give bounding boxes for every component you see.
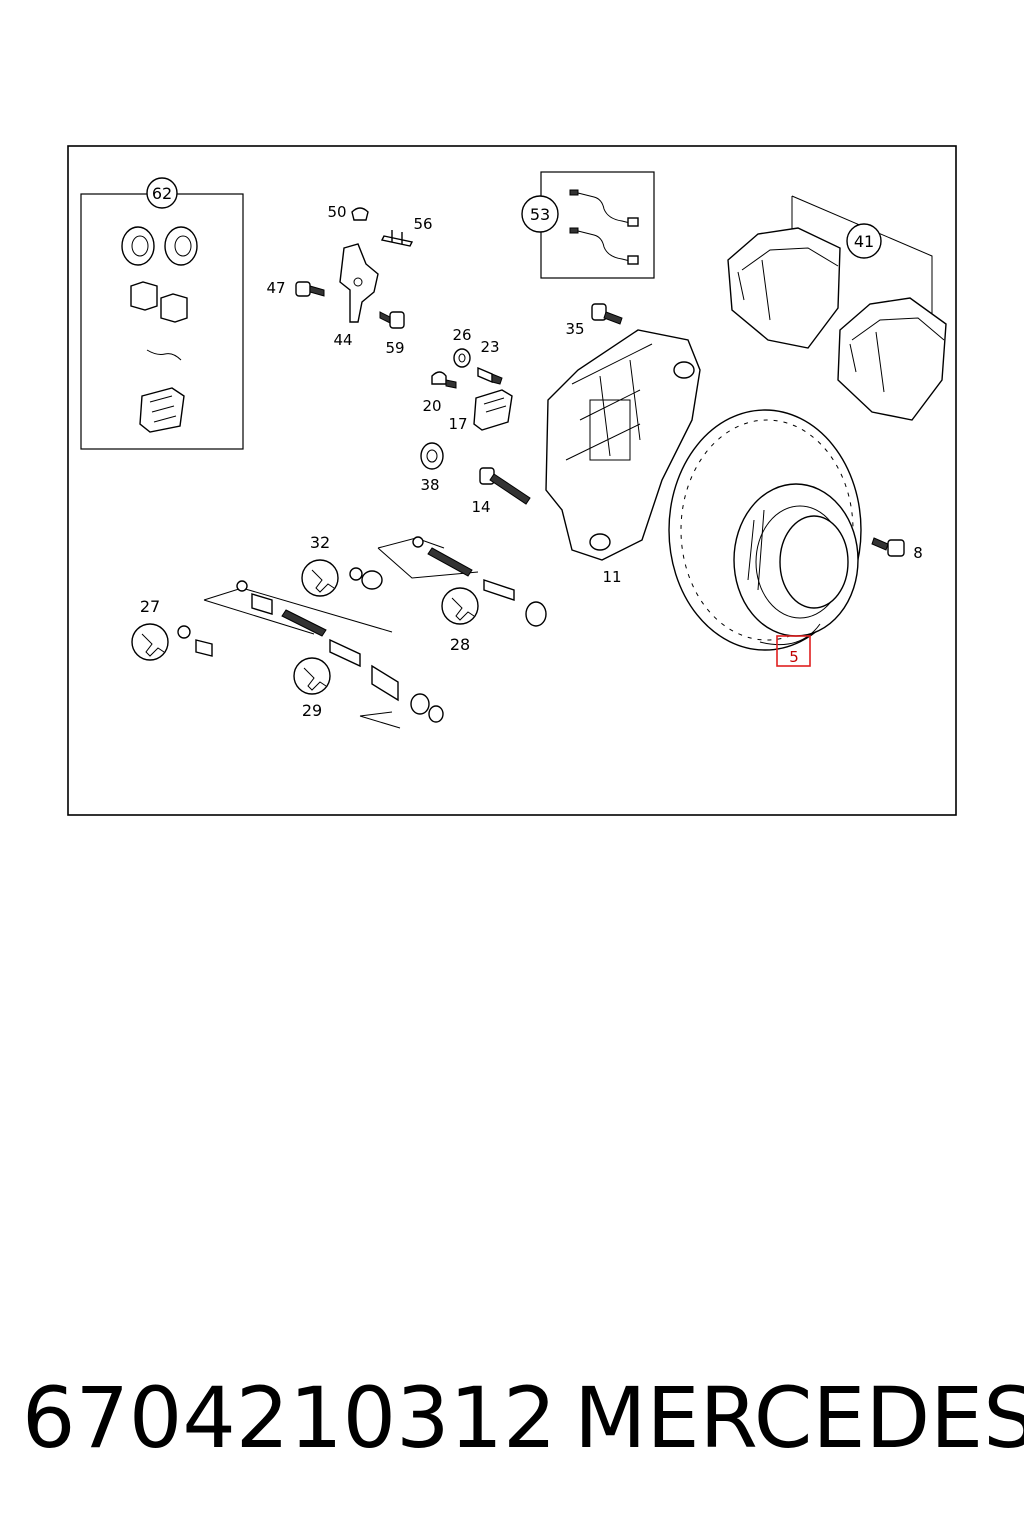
label-50[interactable]: 50 bbox=[327, 203, 346, 221]
label-20[interactable]: 20 bbox=[422, 397, 441, 415]
kit-28-group bbox=[441, 579, 547, 627]
bolt-8-icon bbox=[871, 537, 905, 557]
caliper-11-icon bbox=[545, 329, 701, 561]
bleeder-23-icon bbox=[477, 366, 503, 385]
wear-sensor-icon bbox=[569, 189, 639, 265]
kit-62-group: 62 bbox=[80, 177, 244, 450]
label-59[interactable]: 59 bbox=[385, 339, 404, 357]
bolt-47-icon bbox=[295, 281, 325, 297]
label-35[interactable]: 35 bbox=[565, 320, 584, 338]
bracket-44-icon bbox=[339, 243, 379, 323]
clip-50-icon bbox=[351, 207, 369, 221]
brake-disc-5-icon bbox=[668, 409, 862, 651]
kit-bracket-icon bbox=[139, 387, 185, 433]
label-56[interactable]: 56 bbox=[413, 215, 432, 233]
brand-name: MERCEDES bbox=[574, 1369, 1024, 1467]
spring-17-icon bbox=[473, 389, 513, 431]
label-38[interactable]: 38 bbox=[420, 476, 439, 494]
label-23[interactable]: 23 bbox=[480, 338, 499, 356]
callout-41[interactable]: 41 bbox=[854, 232, 874, 251]
callout-62[interactable]: 62 bbox=[152, 184, 172, 203]
highlight-box-5[interactable] bbox=[776, 635, 811, 667]
bolt-59-icon bbox=[379, 311, 405, 329]
parts-diagram: 62 53 bbox=[67, 145, 957, 816]
bushing-26-icon bbox=[453, 348, 471, 368]
kit-pad-icon bbox=[130, 281, 188, 323]
clip-56-icon bbox=[380, 230, 414, 247]
label-44[interactable]: 44 bbox=[333, 331, 352, 349]
kit-sensor-icon bbox=[146, 349, 182, 361]
label-47[interactable]: 47 bbox=[266, 279, 285, 297]
pin-20-icon bbox=[431, 371, 457, 389]
kit-disc-icon bbox=[121, 226, 198, 266]
diagram-frame bbox=[67, 145, 957, 816]
callout-29[interactable]: 29 bbox=[302, 701, 322, 720]
label-5[interactable]: 5 bbox=[789, 648, 799, 666]
callout-53[interactable]: 53 bbox=[530, 205, 550, 224]
kit-32-group bbox=[301, 536, 479, 597]
label-8[interactable]: 8 bbox=[913, 544, 923, 562]
brake-pads-41: 41 bbox=[727, 195, 947, 421]
callout-32[interactable]: 32 bbox=[310, 533, 330, 552]
bolt-14-icon bbox=[479, 467, 531, 505]
label-11[interactable]: 11 bbox=[602, 568, 621, 586]
kit-27-group bbox=[131, 623, 213, 661]
bolt-35-icon bbox=[591, 303, 623, 325]
label-26[interactable]: 26 bbox=[452, 326, 471, 344]
sensor-53-group: 53 bbox=[521, 171, 655, 279]
callout-27[interactable]: 27 bbox=[140, 597, 160, 616]
label-17[interactable]: 17 bbox=[448, 415, 467, 433]
part-number: 6704210312 bbox=[22, 1369, 557, 1467]
callout-28[interactable]: 28 bbox=[450, 635, 470, 654]
seal-38-icon bbox=[420, 442, 444, 470]
label-14[interactable]: 14 bbox=[471, 498, 490, 516]
kit-29-group bbox=[203, 580, 444, 729]
